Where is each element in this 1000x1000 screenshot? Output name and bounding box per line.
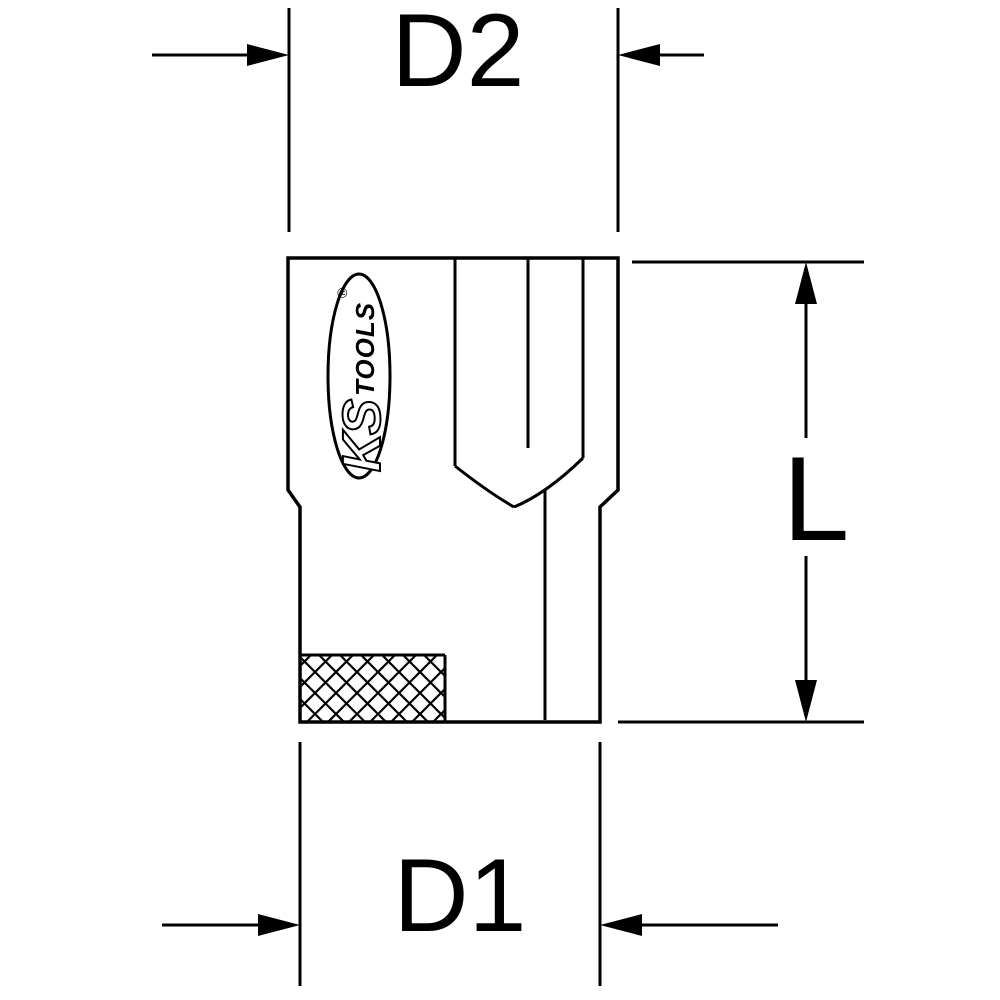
d1-arrowhead-left-icon [258, 914, 300, 936]
d2-arrowhead-left-icon [247, 44, 289, 66]
brand-logo: KS TOOLS ® [326, 272, 393, 480]
d2-label: D2 [392, 0, 525, 109]
chamfer-curve-right [513, 456, 585, 509]
chamfer-curve-left [454, 464, 515, 509]
l-arrowhead-up-icon [795, 262, 817, 304]
d2-arrowhead-right-icon [618, 44, 660, 66]
logo-text-ks: KS [332, 399, 392, 472]
d1-arrowhead-right-icon [600, 914, 642, 936]
dimension-l: L [618, 260, 864, 724]
logo-oval [326, 272, 392, 480]
l-label: L [783, 432, 850, 566]
knurl-hatch-area [301, 656, 444, 721]
dimension-d2: D2 [152, 0, 704, 232]
socket-body: KS TOOLS ® [286, 256, 620, 724]
dimension-d1: D1 [162, 742, 778, 986]
socket-outline [286, 256, 620, 724]
logo-registered-mark: ® [334, 287, 350, 298]
d1-label: D1 [394, 838, 527, 954]
l-arrowhead-down-icon [795, 680, 817, 722]
logo-text-tools: TOOLS [350, 302, 380, 396]
